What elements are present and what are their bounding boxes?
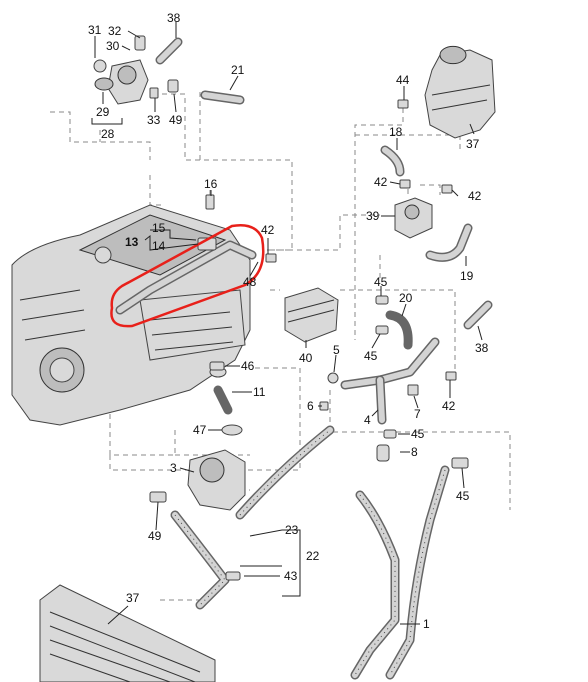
part-label-38-right: 38: [475, 341, 489, 355]
part-label-45-a: 45: [374, 275, 388, 289]
part-label-45-c: 45: [411, 427, 425, 441]
part-label-6: 6: [307, 399, 314, 413]
part-label-49-top: 49: [169, 113, 183, 127]
part-label-42-a: 42: [374, 175, 388, 189]
part-label-43: 43: [284, 569, 298, 583]
part-label-33: 33: [147, 113, 161, 127]
part-label-44: 44: [396, 73, 410, 87]
part-label-48: 48: [243, 275, 257, 289]
dashed-guide-lines: [40, 92, 511, 601]
radiator-37: [39, 584, 216, 682]
part-label-11: 11: [253, 385, 266, 399]
leader-lines: [91, 22, 483, 625]
thermostat-housing-group: [93, 35, 179, 105]
part-label-30: 30: [106, 39, 120, 53]
engine-block: [11, 204, 251, 426]
highlight-outline: [110, 224, 265, 328]
part-label-39: 39: [366, 209, 380, 223]
part-label-7: 7: [414, 407, 421, 421]
part-label-3: 3: [170, 461, 177, 475]
part-label-38-top: 38: [167, 11, 181, 25]
small-hoses-top: [155, 37, 493, 330]
hose-20: [385, 310, 413, 350]
part-label-19: 19: [460, 269, 474, 283]
part-label-4: 4: [364, 413, 371, 427]
part-label-23: 23: [285, 523, 299, 537]
part-label-29: 29: [96, 105, 110, 119]
large-hoses: [170, 425, 450, 680]
part-label-16: 16: [204, 177, 218, 191]
part-label-28: 28: [101, 127, 115, 141]
part-label-46: 46: [241, 359, 255, 373]
part-label-42-c: 42: [261, 223, 275, 237]
oil-cooler-40: [284, 287, 339, 343]
part-label-15: 15: [152, 221, 166, 235]
part-label-32: 32: [108, 24, 122, 38]
part-label-13: 13: [125, 235, 139, 249]
part-label-5: 5: [333, 343, 340, 357]
expansion-tank: [424, 45, 496, 139]
part-label-47: 47: [193, 423, 207, 437]
part-label-49-bottom: 49: [148, 529, 162, 543]
part-label-20: 20: [399, 291, 413, 305]
part-label-45-b: 45: [364, 349, 378, 363]
water-pump-3: [187, 366, 246, 511]
part-label-40: 40: [299, 351, 313, 365]
part-label-37-top: 37: [466, 137, 480, 151]
part-label-18: 18: [389, 125, 403, 139]
part-label-14: 14: [152, 239, 166, 253]
part-label-37-bottom: 37: [126, 591, 140, 605]
distribution-pipe-4: [340, 337, 440, 462]
clamps-and-bolts: [149, 99, 469, 581]
part-label-21: 21: [231, 63, 245, 77]
valve-39: [394, 197, 473, 262]
part-label-45-d: 45: [456, 489, 470, 503]
part-label-22: 22: [306, 549, 320, 563]
part-label-8: 8: [411, 445, 418, 459]
part-labels: 31 32 38 30 21 29 33 49 28 44 18 37 16 4…: [88, 11, 489, 631]
part-label-42-b: 42: [468, 189, 482, 203]
part-label-31: 31: [88, 23, 102, 37]
part-label-42-d: 42: [442, 399, 456, 413]
part-label-1: 1: [423, 617, 430, 631]
